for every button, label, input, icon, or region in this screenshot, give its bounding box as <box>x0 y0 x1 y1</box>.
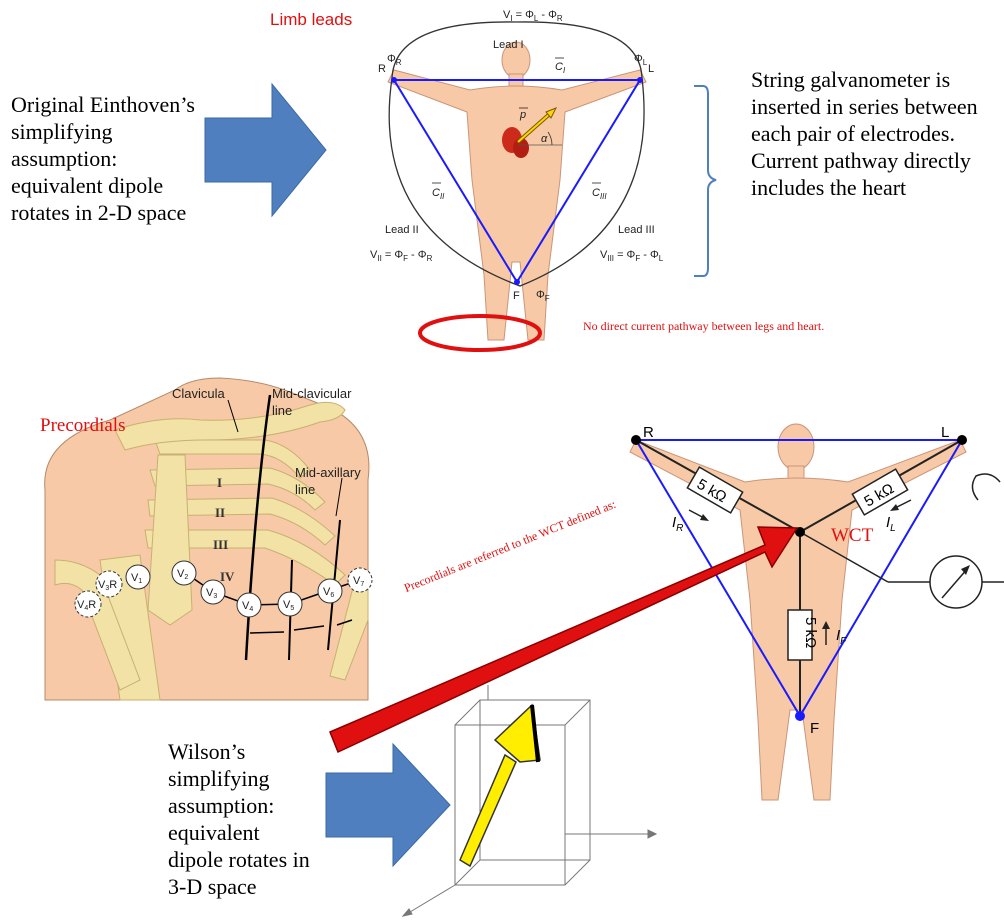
wct-node-l-label: L <box>941 424 949 441</box>
wct-red-arrow <box>330 527 797 752</box>
rib-label-1: I <box>217 475 222 490</box>
dipole-3d-arrow <box>460 705 540 866</box>
limb-leads-title: Limb leads <box>270 10 352 30</box>
no-pathway-note: No direct current pathway between legs a… <box>583 319 843 333</box>
mid-axillary-label-2: line <box>295 482 315 497</box>
galvanometer-bracket <box>694 86 716 276</box>
node-l-label: L <box>648 63 654 75</box>
mid-clavicular-label-2: line <box>272 403 292 418</box>
node-r-label: R <box>378 63 386 75</box>
phi-l-label: ΦL <box>634 53 648 67</box>
lead3-label: Lead III <box>618 224 655 236</box>
p-vector-label: p <box>519 109 526 121</box>
lead2-label: Lead II <box>385 224 419 236</box>
wilson-blue-arrow <box>326 744 450 866</box>
einthoven-text: Original Einthoven’s simplifying assumpt… <box>11 91 201 226</box>
formula-lead2: VII = ΦF - ΦR <box>370 249 433 263</box>
c1-label: CI <box>555 61 566 75</box>
wilson-text: Wilson’s simplifying assumption: equival… <box>168 738 318 900</box>
wct-label: WCT <box>831 525 873 547</box>
clavicula-label: Clavicula <box>172 386 226 401</box>
wct-node-r-label: R <box>643 424 654 441</box>
i-l-label: IL <box>886 514 896 534</box>
precordials-title: Precordials <box>40 415 125 437</box>
formula-lead3: VIII = ΦF - ΦL <box>600 249 664 263</box>
einthoven-blue-arrow <box>205 84 326 216</box>
feet-highlight-ellipse <box>420 316 540 350</box>
c2-label: CII <box>432 187 445 201</box>
svg-text:5 kΩ: 5 kΩ <box>802 617 819 648</box>
c3-label: CIII <box>592 187 607 201</box>
lead1-label: Lead I <box>493 39 524 51</box>
galvanometer-text: String galvanometer is inserted in serie… <box>751 66 996 201</box>
mid-clavicular-label-1: Mid-clavicular <box>272 386 352 401</box>
mid-axillary-label-1: Mid-axillary <box>295 465 361 480</box>
formula-lead1: VI = ΦL - ΦR <box>503 9 563 23</box>
rib-label-4: IV <box>220 569 235 584</box>
alpha-label: α <box>541 133 548 145</box>
rib-label-3: III <box>213 537 228 552</box>
phi-f-label: ΦF <box>536 289 550 303</box>
wct-node-f-label: F <box>810 720 819 737</box>
rib-label-2: II <box>215 505 225 520</box>
node-f-label: F <box>513 290 520 302</box>
